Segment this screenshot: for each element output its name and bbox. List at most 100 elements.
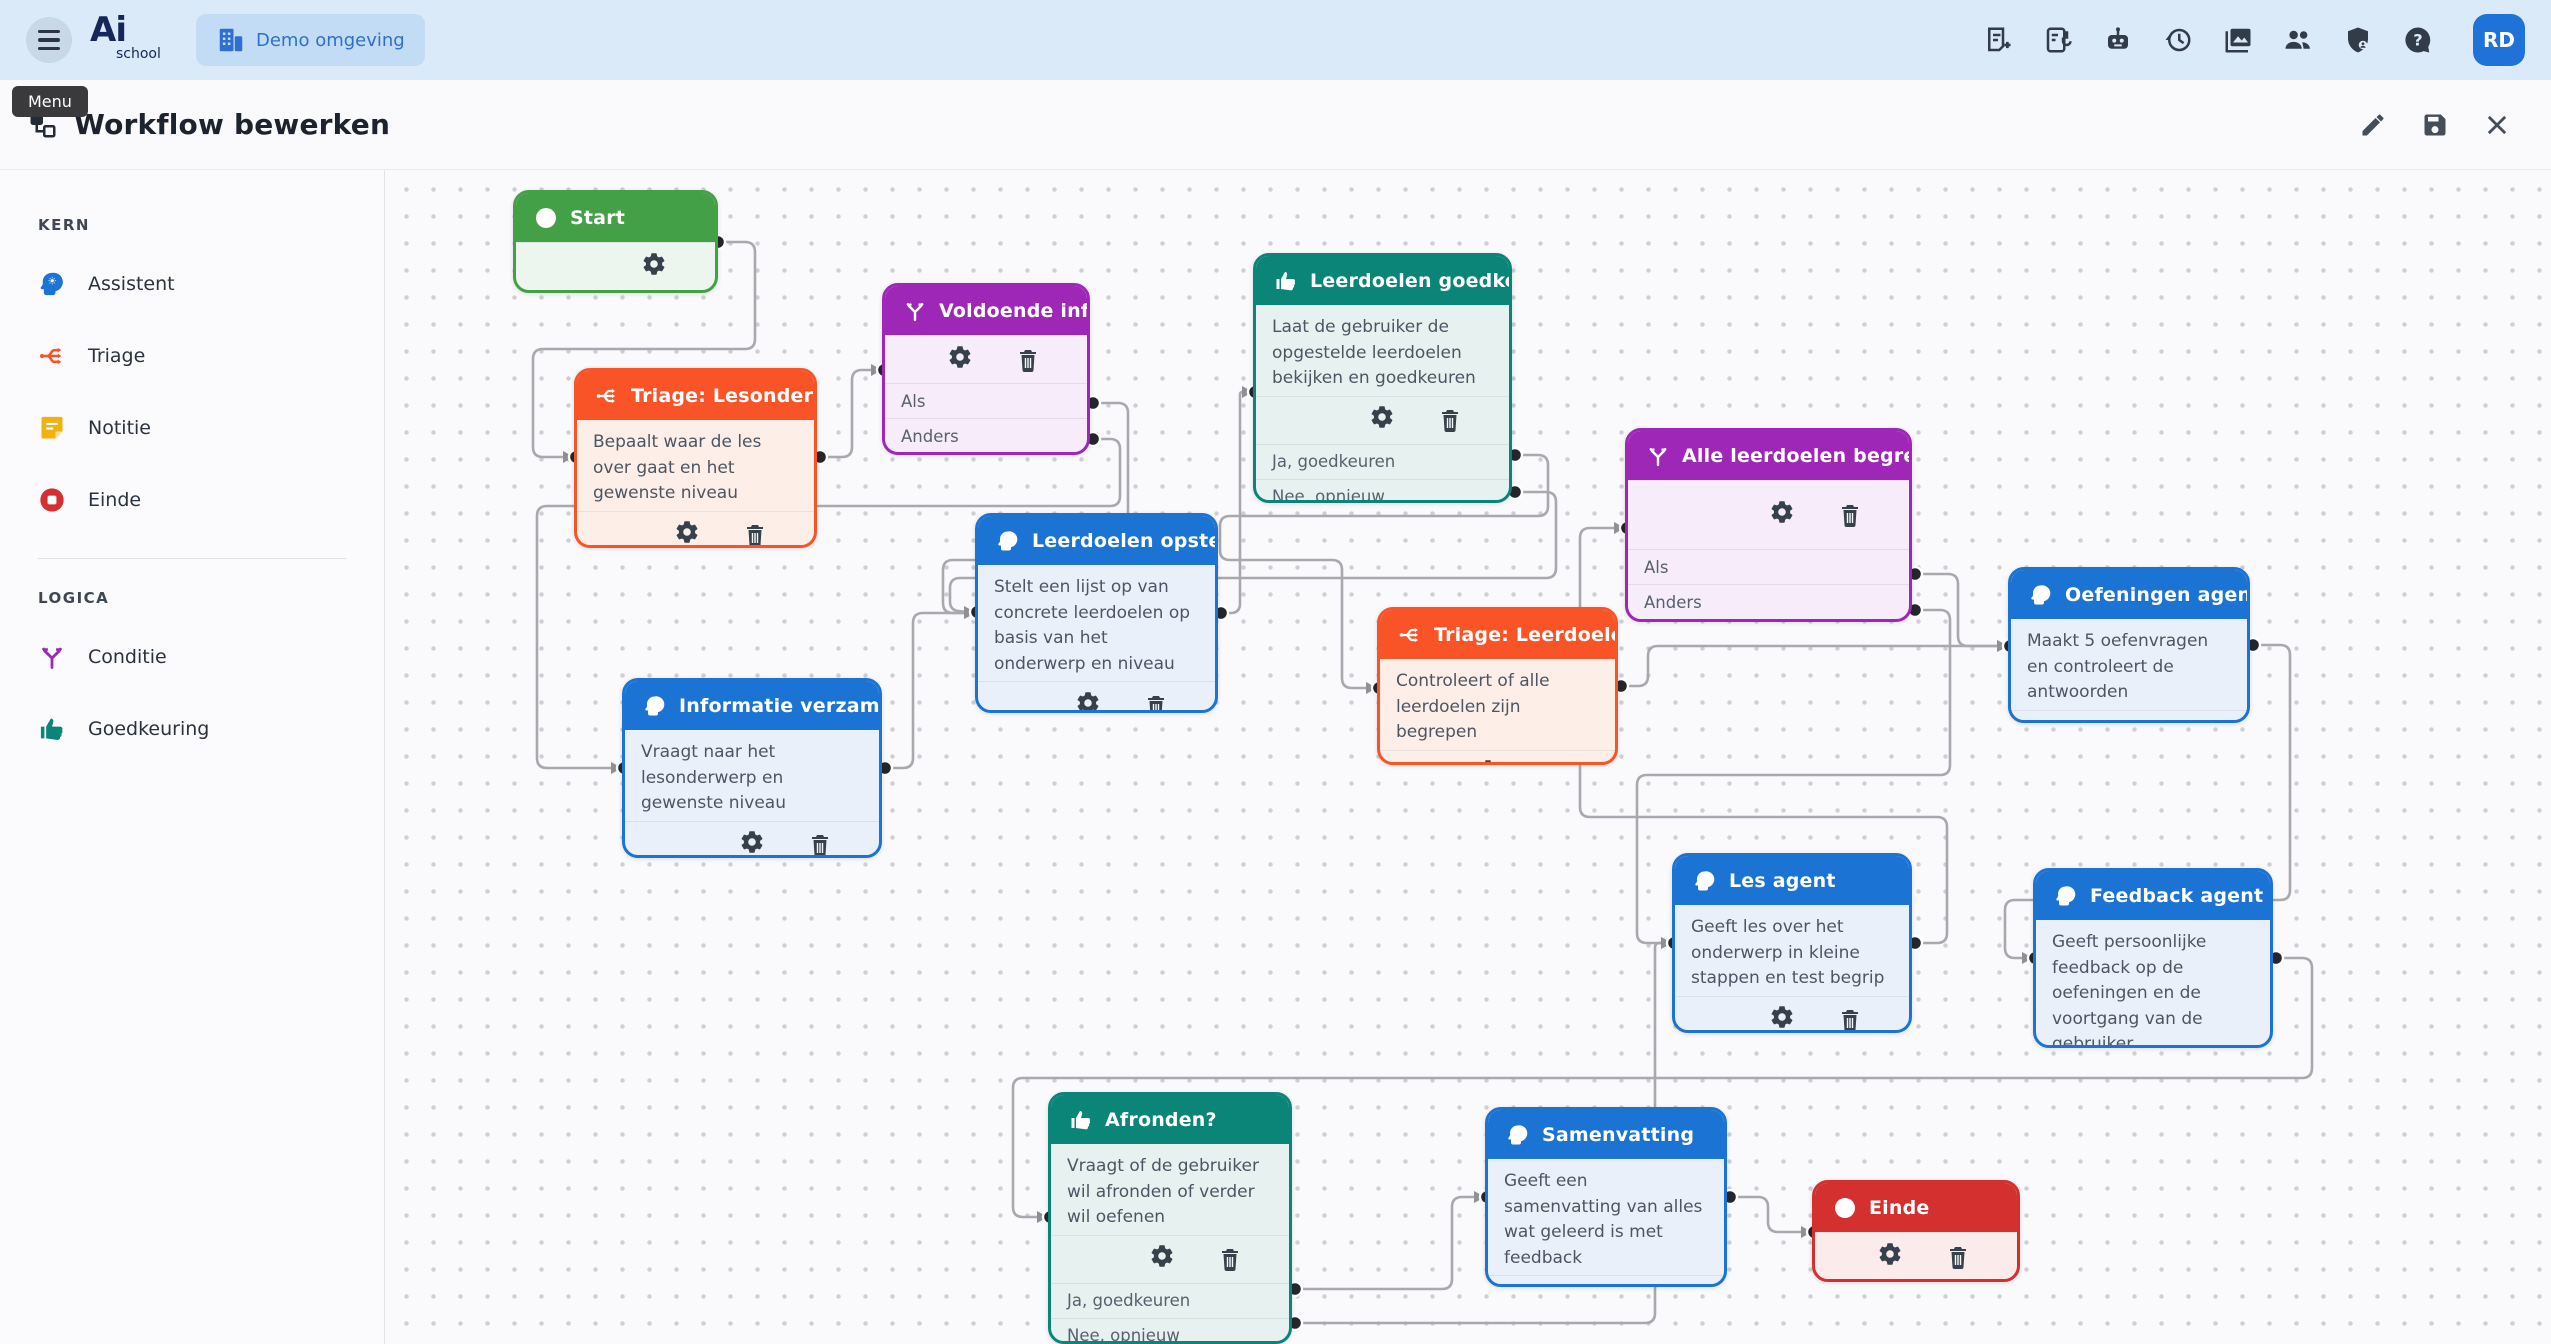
workflow-node-leerdoelen-goedkeuren[interactable]: Leerdoelen goedkeurenLaat de gebruiker d… <box>1253 253 1512 503</box>
node-toolbar <box>1256 395 1509 444</box>
workflow-node-start[interactable]: Start <box>513 190 718 293</box>
node-title: Oefeningen agent <box>2065 583 2250 606</box>
delete-trash-icon[interactable] <box>1219 1247 1241 1271</box>
node-header: Informatie verzamelen <box>625 681 879 730</box>
node-output-row[interactable]: Anders <box>885 418 1087 452</box>
delete-trash-icon[interactable] <box>1439 408 1461 432</box>
sidebar-item-notitie[interactable]: Notitie <box>38 392 384 464</box>
node-output-row[interactable]: Als <box>1628 549 1909 584</box>
node-toolbar <box>577 510 814 545</box>
settings-gear-icon[interactable] <box>1149 1243 1175 1275</box>
node-toolbar <box>625 820 879 855</box>
workflow-node-einde[interactable]: Einde <box>1812 1180 2020 1282</box>
node-output-row[interactable]: Ja, goedkeuren <box>1051 1282 1289 1318</box>
delete-trash-icon[interactable] <box>809 833 831 855</box>
voice-note-icon[interactable] <box>2043 25 2073 55</box>
assistant-icon <box>2054 884 2078 908</box>
node-title: Einde <box>1869 1196 1930 1219</box>
gallery-icon[interactable] <box>2223 25 2253 55</box>
header-actions <box>2359 111 2511 139</box>
delete-trash-icon[interactable] <box>2177 722 2199 723</box>
assistant-icon <box>2029 583 2053 607</box>
delete-trash-icon[interactable] <box>1017 348 1039 372</box>
edge-alle-leerdoelen-begrepen-to-les-agent <box>1635 608 1952 945</box>
delete-trash-icon[interactable] <box>744 523 766 545</box>
node-output-row[interactable]: Nee, opnieuw <box>1051 1317 1289 1341</box>
help-icon[interactable]: ? <box>2403 25 2433 55</box>
approval-icon <box>1274 269 1298 293</box>
edge-start-to-triage-lesonderwerp <box>531 240 757 459</box>
start-icon <box>534 206 558 230</box>
edge-les-agent-to-alle-leerdoelen-begrepen <box>1578 526 1949 945</box>
settings-gear-icon[interactable] <box>641 251 667 283</box>
delete-trash-icon[interactable] <box>1839 503 1861 527</box>
delete-trash-icon[interactable] <box>1839 1008 1861 1030</box>
node-title: Leerdoelen opstellen <box>1032 529 1215 552</box>
workflow-node-informatie-verzamelen[interactable]: Informatie verzamelenVraagt naar het les… <box>622 678 882 858</box>
node-output-row[interactable]: Ja, goedkeuren <box>1256 443 1509 479</box>
sidebar-item-assistent[interactable]: Assistent <box>38 248 384 320</box>
settings-gear-icon[interactable] <box>674 519 700 545</box>
end-icon <box>1833 1196 1857 1220</box>
page-title: Workflow bewerken <box>74 108 391 141</box>
users-icon[interactable] <box>2283 25 2313 55</box>
node-header: Feedback agent <box>2036 871 2270 920</box>
page-header: Workflow bewerken <box>0 80 2551 170</box>
menu-button[interactable] <box>26 17 72 63</box>
node-output-row[interactable]: Anders <box>1628 584 1909 619</box>
node-output-row[interactable]: Nee, opnieuw <box>1256 478 1509 500</box>
settings-gear-icon[interactable] <box>1075 690 1101 710</box>
settings-gear-icon[interactable] <box>1584 1284 1610 1285</box>
workflow-node-afronden[interactable]: Afronden?Vraagt of de gebruiker wil afro… <box>1048 1092 1292 1344</box>
history-icon[interactable] <box>2163 25 2193 55</box>
workflow-node-leerdoelen-opstellen[interactable]: Leerdoelen opstellenStelt een lijst op v… <box>975 513 1218 713</box>
settings-gear-icon[interactable] <box>739 829 765 855</box>
node-toolbar <box>1380 749 1615 765</box>
settings-gear-icon[interactable] <box>1475 758 1501 762</box>
edge-feedback-agent-to-afronden <box>1011 956 2314 1219</box>
security-icon[interactable] <box>2343 25 2373 55</box>
building-icon <box>216 25 246 55</box>
sidebar-item-goedkeuring[interactable]: Goedkeuring <box>38 693 384 765</box>
node-output-row[interactable]: Als <box>885 383 1087 418</box>
sidebar-item-triage[interactable]: Triage <box>38 320 384 392</box>
edge-leerdoelen-opstellen-to-leerdoelen-goedkeuren <box>1221 390 1245 615</box>
node-toolbar <box>885 335 1087 383</box>
settings-gear-icon[interactable] <box>947 344 973 376</box>
add-note-icon[interactable] <box>1983 25 2013 55</box>
sidebar-divider <box>38 558 346 559</box>
settings-gear-icon[interactable] <box>1769 1004 1795 1030</box>
node-header: Les agent <box>1675 856 1909 905</box>
sidebar-item-einde[interactable]: Einde <box>38 464 384 536</box>
workflow-node-triage-lesonderwerp[interactable]: Triage: LesonderwerpBepaalt waar de les … <box>574 368 817 548</box>
settings-gear-icon[interactable] <box>1877 1241 1903 1273</box>
delete-trash-icon[interactable] <box>1545 762 1567 765</box>
sidebar-item-label: Notitie <box>88 417 151 439</box>
sidebar-item-conditie[interactable]: Conditie <box>38 621 384 693</box>
edit-button[interactable] <box>2359 111 2387 139</box>
end-icon <box>38 486 66 514</box>
user-avatar[interactable]: RD <box>2473 14 2525 66</box>
edge-alle-leerdoelen-begrepen-to-oefeningen-agent <box>1915 572 2000 648</box>
environment-button[interactable]: Demo omgeving <box>196 14 425 66</box>
settings-gear-icon[interactable] <box>2107 718 2133 720</box>
close-button[interactable] <box>2483 111 2511 139</box>
sidebar-section-label: LOGICA <box>38 589 110 607</box>
save-button[interactable] <box>2421 111 2449 139</box>
node-header: Start <box>516 193 715 242</box>
settings-gear-icon[interactable] <box>1369 404 1395 436</box>
settings-gear-icon[interactable] <box>1769 499 1795 531</box>
condition-icon <box>1646 444 1670 468</box>
sidebar-item-label: Triage <box>88 345 146 367</box>
delete-trash-icon[interactable] <box>1145 694 1167 710</box>
delete-trash-icon[interactable] <box>1947 1245 1969 1269</box>
robot-icon[interactable] <box>2103 25 2133 55</box>
